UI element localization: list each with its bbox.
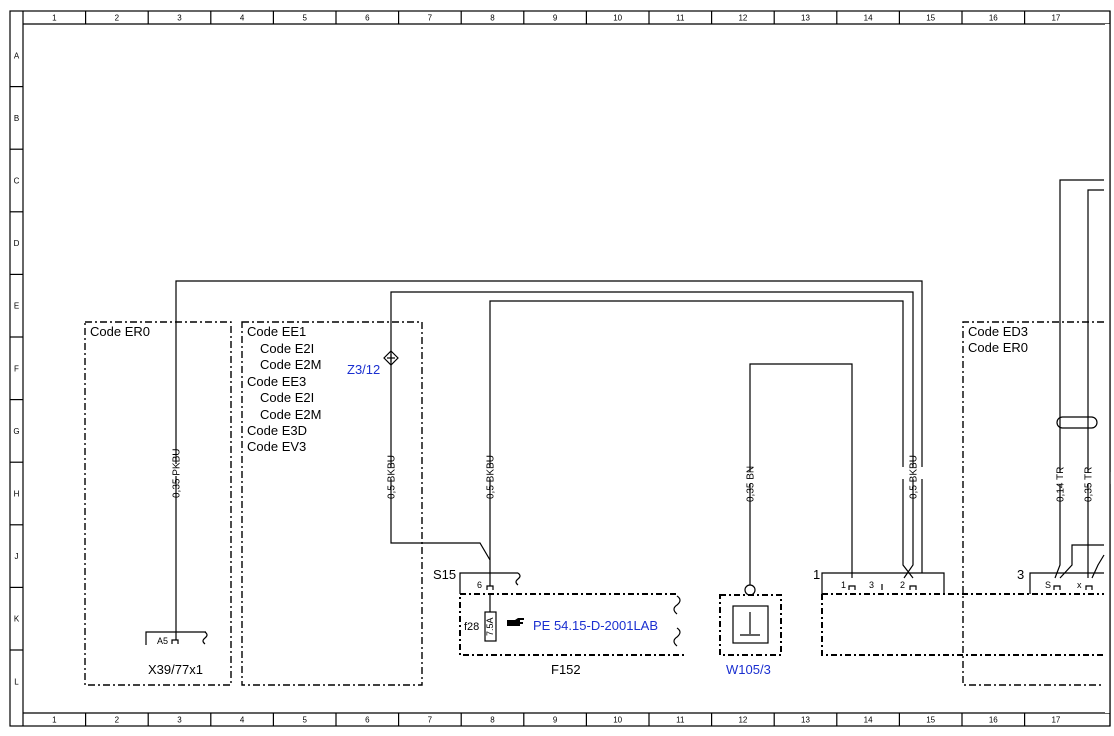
er0-connector-label: X39/77x1 bbox=[148, 662, 203, 677]
row-letter: G bbox=[13, 427, 19, 436]
column-number: 17 bbox=[1051, 14, 1060, 23]
row-letter: L bbox=[14, 677, 19, 686]
wire-labels: 0,35 PKBU 0,5 BKBU 0,5 BKBU 0,35 BN 0,5 … bbox=[146, 449, 1113, 502]
row-letter: H bbox=[14, 490, 20, 499]
wire-label-w5: 0,5 BKBU bbox=[909, 455, 920, 499]
column-number: 5 bbox=[302, 14, 307, 23]
ee-line-6: Code E3D bbox=[247, 423, 307, 438]
ee-code-box: Code EE1 Code E2I Code E2M Code EE3 Code… bbox=[241, 321, 423, 686]
column-number: 17 bbox=[1051, 716, 1060, 725]
wire-label-w4: 0,35 BN bbox=[746, 466, 757, 502]
column-number: 16 bbox=[989, 14, 998, 23]
column-number: 10 bbox=[613, 14, 622, 23]
right-module: 1 1 3 2 bbox=[813, 567, 1104, 656]
column-number: 4 bbox=[240, 716, 245, 725]
column-number: 12 bbox=[738, 14, 747, 23]
er0-box: Code ER0 X39/77x1 A5 bbox=[84, 321, 232, 686]
ed3-line-1: Code ER0 bbox=[968, 340, 1028, 355]
pointing-hand-icon[interactable] bbox=[507, 618, 524, 626]
column-number: 8 bbox=[490, 716, 495, 725]
column-number: 11 bbox=[676, 716, 685, 725]
row-letter: A bbox=[14, 51, 20, 60]
right-module-label: 1 bbox=[813, 567, 820, 582]
ed3-box: Code ED3 Code ER0 3 S x bbox=[962, 321, 1104, 686]
ed3-connector-label: 3 bbox=[1017, 567, 1024, 582]
column-number: 9 bbox=[553, 716, 558, 725]
column-number: 7 bbox=[428, 14, 433, 23]
er0-pin-label: A5 bbox=[157, 636, 168, 646]
row-ruler: A B C D E F G H J K L bbox=[10, 51, 23, 686]
column-number: 15 bbox=[926, 716, 935, 725]
splice-z3-12: Z3/12 bbox=[347, 350, 399, 377]
ee-line-7: Code EV3 bbox=[247, 439, 306, 454]
row-letter: J bbox=[15, 552, 19, 561]
f152-component: S15 6 7.5A f28 PE 54.15-D-2001LAB F152 bbox=[433, 567, 684, 677]
right-pin-3: 3 bbox=[869, 580, 874, 590]
column-ruler: 1122334455667788991010111112121313141415… bbox=[52, 11, 1061, 726]
column-number: 16 bbox=[989, 716, 998, 725]
column-number: 13 bbox=[801, 716, 810, 725]
column-number: 3 bbox=[177, 716, 182, 725]
w105-ground: W105/3 bbox=[719, 584, 782, 677]
column-number: 5 bbox=[302, 716, 307, 725]
column-number: 2 bbox=[115, 14, 120, 23]
wire-label-w1: 0,35 PKBU bbox=[172, 449, 183, 498]
fuse-f28 bbox=[484, 611, 497, 642]
column-number: 3 bbox=[177, 14, 182, 23]
column-number: 9 bbox=[553, 14, 558, 23]
column-number: 2 bbox=[115, 716, 120, 725]
row-letter: F bbox=[14, 364, 19, 373]
column-number: 1 bbox=[52, 14, 57, 23]
twisted-pair-marker bbox=[1056, 416, 1098, 429]
fuse-label: f28 bbox=[464, 621, 479, 633]
row-letter: K bbox=[14, 615, 20, 624]
s15-connector-label: S15 bbox=[433, 567, 456, 582]
ee-line-1: Code E2I bbox=[260, 341, 314, 356]
s15-pin-label: 6 bbox=[477, 580, 482, 590]
column-number: 6 bbox=[365, 716, 370, 725]
column-number: 8 bbox=[490, 14, 495, 23]
ee-line-3: Code EE3 bbox=[247, 374, 306, 389]
f152-reference-link[interactable]: PE 54.15-D-2001LAB bbox=[533, 618, 658, 633]
column-number: 13 bbox=[801, 14, 810, 23]
wire-label-w2: 0,5 BKBU bbox=[387, 455, 398, 499]
splice-label[interactable]: Z3/12 bbox=[347, 362, 380, 377]
column-number: 4 bbox=[240, 14, 245, 23]
wire-label-w3: 0,5 BKBU bbox=[486, 455, 497, 499]
column-number: 6 bbox=[365, 14, 370, 23]
column-number: 15 bbox=[926, 14, 935, 23]
column-number: 12 bbox=[738, 716, 747, 725]
ed3-pin-x: x bbox=[1077, 580, 1082, 590]
right-pin-2: 2 bbox=[900, 580, 905, 590]
row-letter: D bbox=[14, 239, 20, 248]
er0-box-label: Code ER0 bbox=[90, 324, 150, 339]
w105-label[interactable]: W105/3 bbox=[726, 662, 771, 677]
fuse-rating: 7.5A bbox=[485, 617, 495, 636]
f152-label: F152 bbox=[551, 662, 581, 677]
ee-line-0: Code EE1 bbox=[247, 324, 306, 339]
column-number: 11 bbox=[676, 14, 685, 23]
ee-line-2: Code E2M bbox=[260, 357, 321, 372]
column-number: 10 bbox=[613, 716, 622, 725]
ee-line-4: Code E2I bbox=[260, 390, 314, 405]
column-number: 7 bbox=[428, 716, 433, 725]
right-pin-1: 1 bbox=[841, 580, 846, 590]
row-letter: E bbox=[14, 302, 19, 311]
ed3-pin-s: S bbox=[1045, 580, 1051, 590]
row-letter: B bbox=[14, 114, 19, 123]
column-number: 14 bbox=[864, 14, 873, 23]
column-number: 14 bbox=[864, 716, 873, 725]
column-number: 1 bbox=[52, 716, 57, 725]
ee-line-5: Code E2M bbox=[260, 407, 321, 422]
ed3-line-0: Code ED3 bbox=[968, 324, 1028, 339]
wire-label-w6: 0,14 TR bbox=[1056, 467, 1067, 502]
wire-label-w7: 0,35 TR bbox=[1084, 467, 1095, 502]
row-letter: C bbox=[14, 177, 20, 186]
